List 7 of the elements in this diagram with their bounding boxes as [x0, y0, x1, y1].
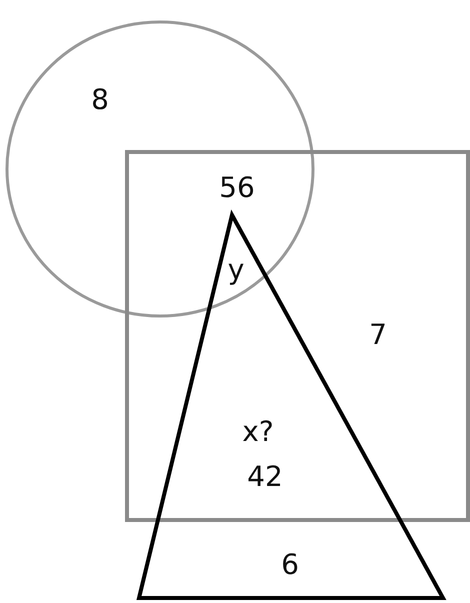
region-label: 42 [247, 463, 283, 491]
region-number: 6 [281, 551, 299, 579]
region-label: 56 [219, 174, 255, 202]
region-number: 8 [91, 86, 109, 114]
region-number: 7 [369, 321, 387, 349]
region-label: x? [242, 418, 274, 446]
region-label: y [228, 256, 244, 284]
